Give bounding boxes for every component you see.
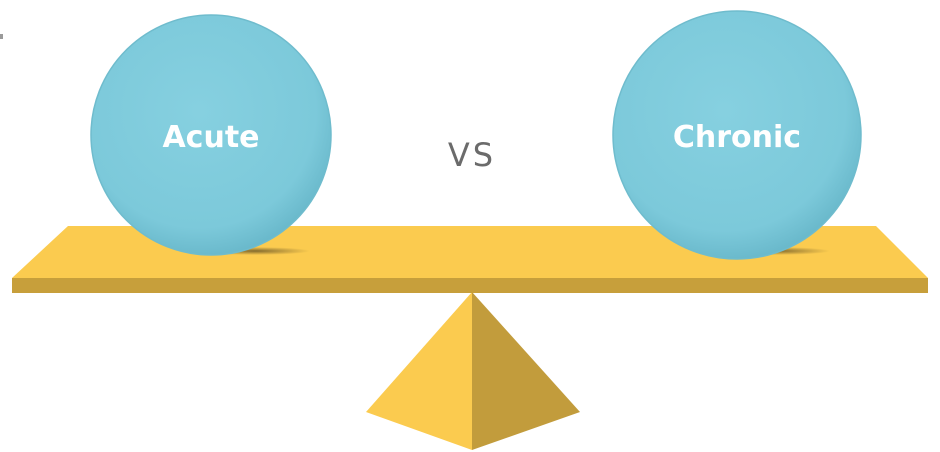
beam-front-edge <box>12 278 928 293</box>
right-ball: Chronic <box>612 10 862 260</box>
left-ball-circle <box>90 14 332 256</box>
left-ball-label: Acute <box>162 120 259 155</box>
right-ball-circle <box>612 10 862 260</box>
right-ball-label: Chronic <box>673 120 801 155</box>
fulcrum-left-face <box>366 292 472 450</box>
fulcrum-right-face <box>472 292 580 450</box>
left-ball: Acute <box>90 14 332 256</box>
edge-mark <box>0 34 3 39</box>
vs-label: VS <box>448 136 496 174</box>
fulcrum <box>366 292 580 450</box>
